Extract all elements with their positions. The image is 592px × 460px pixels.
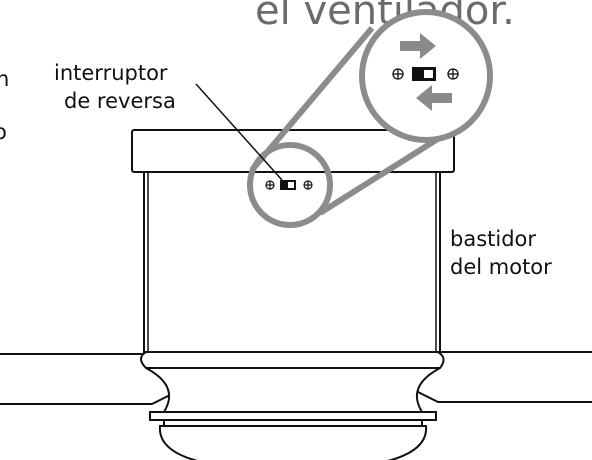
screw-icon bbox=[303, 180, 313, 190]
label-reverse-switch-line2: de reversa bbox=[64, 89, 176, 113]
slide-switch-icon bbox=[280, 180, 296, 190]
reverse-switch-magnified bbox=[392, 33, 459, 111]
label-motor-housing-line1: bastidor bbox=[450, 227, 536, 251]
left-edge-fragment-1: n bbox=[0, 67, 9, 91]
screw-icon bbox=[265, 180, 275, 190]
housing-body bbox=[143, 171, 441, 353]
arrow-left-icon bbox=[416, 85, 452, 111]
slide-switch-icon bbox=[412, 67, 436, 81]
label-reverse-switch-line1: interruptor bbox=[54, 61, 168, 85]
label-motor-housing-line2: del motor bbox=[450, 255, 552, 279]
housing-collar bbox=[140, 351, 445, 460]
callout-small-ring bbox=[247, 142, 333, 228]
arrow-right-icon bbox=[400, 33, 436, 59]
motor-housing bbox=[131, 129, 455, 353]
screw-icon bbox=[447, 68, 459, 80]
label-reverse-switch: interruptor de reversa bbox=[54, 61, 176, 113]
reverse-switch-small bbox=[265, 180, 313, 190]
left-edge-fragment-2: o bbox=[0, 120, 7, 144]
label-motor-housing: bastidor del motor bbox=[450, 227, 552, 279]
leader-line bbox=[195, 83, 283, 181]
light-bowl bbox=[158, 425, 428, 460]
screw-icon bbox=[392, 68, 404, 80]
